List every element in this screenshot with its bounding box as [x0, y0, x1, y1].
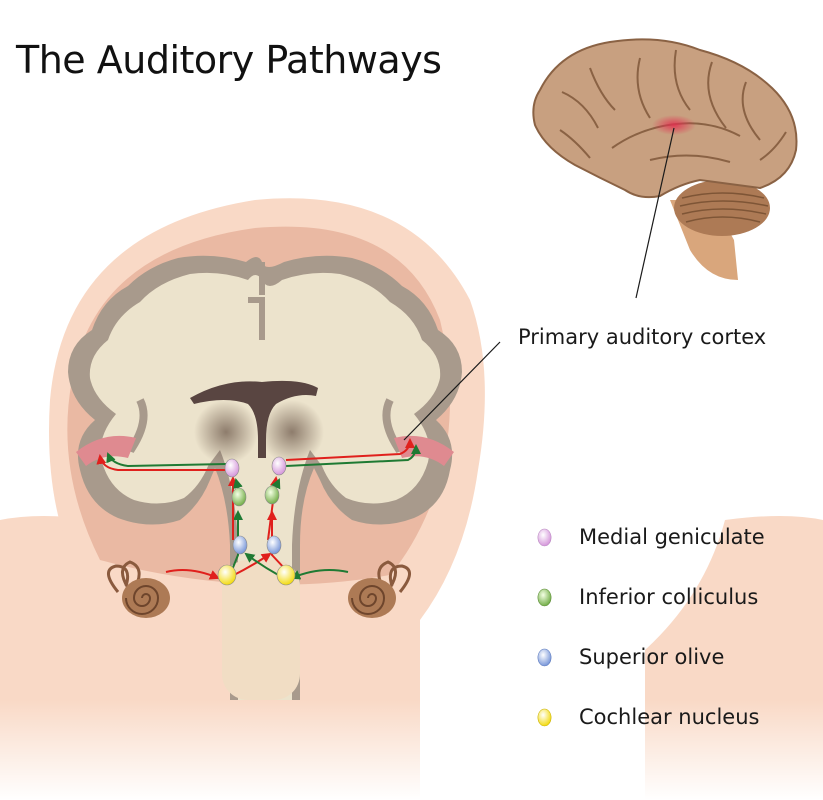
cochlea-left: [107, 560, 170, 618]
lateral-brain-view: [532, 38, 798, 280]
pathway-green-cochlea-right: [290, 569, 349, 580]
basal-ganglia-shading-right: [260, 400, 324, 464]
cochlear-nucleus-dot-icon: [537, 708, 552, 726]
leader-line-lateral: [635, 127, 675, 299]
cochlea-right: [348, 560, 411, 618]
inferior-colliculus-left: [231, 487, 247, 507]
brainstem: [222, 560, 300, 700]
cochlea-spiral-right: [351, 585, 386, 615]
inferior-colliculus-right: [264, 485, 280, 505]
legend: Medial geniculate Inferior colliculus Su…: [536, 522, 765, 762]
auditory-nuclei: [217, 456, 296, 586]
pathway-red-cochlea-left: [165, 569, 220, 580]
legend-label: Inferior colliculus: [579, 585, 759, 609]
pathway-green-to-left-cortex: [106, 452, 227, 468]
medial-geniculate-left: [224, 458, 240, 478]
leader-line-coronal: [403, 341, 501, 441]
pathway-red-to-right-cortex: [285, 438, 415, 461]
lateral-ventricles: [190, 380, 318, 458]
neck-fade: [0, 700, 823, 800]
cochlear-nucleus-right: [276, 564, 296, 586]
pathway-red-cn-right-up: [267, 510, 287, 571]
legend-label: Cochlear nucleus: [579, 705, 760, 729]
superior-olive-dot-icon: [537, 648, 552, 666]
medial-geniculate-right: [271, 456, 287, 476]
superior-olive-right: [266, 535, 282, 555]
legend-item-cochlear-nucleus: Cochlear nucleus: [536, 702, 765, 732]
cochlea-shell-left: [122, 578, 170, 618]
cochlear-nucleus-left: [217, 564, 237, 586]
pathway-green-to-right-cortex: [285, 444, 421, 467]
cochlea-spiral-left: [125, 585, 160, 615]
semicircular-canals-left: [107, 560, 141, 593]
lateral-auditory-cortex-spot: [652, 115, 696, 135]
longitudinal-fissure: [248, 262, 265, 340]
pathway-red-to-left-cortex: [96, 454, 226, 471]
legend-label: Superior olive: [579, 645, 725, 669]
cerebellum-folia: [679, 192, 769, 223]
superior-olive-left: [232, 535, 248, 555]
legend-item-medial-geniculate: Medial geniculate: [536, 522, 765, 552]
auditory-cortex-left: [76, 435, 136, 466]
page-title: The Auditory Pathways: [16, 38, 442, 82]
pathway-green-cn-left-up: [231, 510, 243, 571]
semicircular-canals-right: [377, 560, 411, 593]
brain-white-matter: [89, 272, 441, 700]
legend-label: Medial geniculate: [579, 525, 765, 549]
legend-item-inferior-colliculus: Inferior colliculus: [536, 582, 765, 612]
legend-item-superior-olive: Superior olive: [536, 642, 765, 672]
basal-ganglia-shading-left: [194, 400, 258, 464]
cochlea-shell-right: [348, 578, 396, 618]
inferior-colliculus-dot-icon: [537, 588, 552, 606]
medial-geniculate-dot-icon: [537, 528, 552, 546]
primary-auditory-cortex-label: Primary auditory cortex: [518, 325, 767, 349]
